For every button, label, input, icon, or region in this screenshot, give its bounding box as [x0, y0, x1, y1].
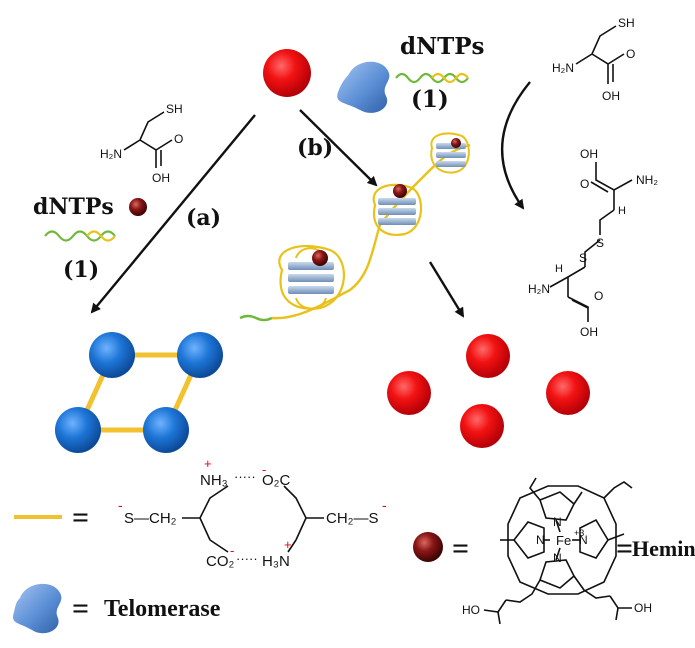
cys-left-oh: OH — [152, 171, 170, 185]
linker-legend-equals: = — [72, 501, 89, 534]
telomerase-legend: = Telomerase — [12, 583, 221, 634]
path-b-label: (b) — [297, 135, 333, 161]
telomerase-legend-equals: = — [72, 592, 89, 625]
dna-tail-green — [239, 314, 273, 322]
arrow-path-b — [299, 109, 378, 187]
cystine-h-top: H — [618, 205, 626, 217]
linker-plus-bottom: + — [284, 537, 292, 552]
linker-legend: = - S—CH₂ + NH₃ ····· - O₂C CO₂ - ····· … — [14, 456, 387, 570]
cystine-o-bottom: O — [594, 289, 603, 303]
hemin-legend-equals-left: = — [452, 532, 469, 565]
telomerase-icon — [337, 61, 390, 113]
cystine-oh-top: OH — [580, 147, 598, 161]
hemin-ho-left: HO — [462, 603, 480, 617]
hemin-legend-sphere — [413, 532, 443, 562]
cysteine-top-structure: SH H₂N OH O — [552, 16, 635, 103]
blue-aggregate — [55, 332, 223, 453]
hemin-oh-right: OH — [634, 601, 652, 615]
g-quadruplex-assembly — [239, 132, 471, 322]
hemin-n1: N — [553, 515, 562, 529]
hemin-n4: N — [536, 533, 545, 547]
cystine-oh-bottom: OH — [580, 325, 598, 339]
blue-nanoparticle-4 — [143, 407, 189, 453]
arrows — [90, 81, 531, 318]
quadruplex-small — [430, 132, 470, 174]
hemin-charge: +3 — [574, 528, 584, 538]
hemin-porphyrin-structure: N N N N Fe +3 HO OH — [462, 477, 652, 625]
linker-minus-right: - — [382, 497, 387, 513]
cys-left-o: O — [174, 132, 183, 146]
cystine-s2: S — [579, 251, 587, 265]
dna-backbone — [271, 143, 471, 320]
red-nanoparticle-top — [263, 49, 311, 97]
cystine-structure: OH O NH₂ H S S H H₂N O OH — [528, 147, 658, 339]
quadruplex-large — [278, 245, 345, 310]
hemin-fe: Fe — [556, 533, 571, 548]
arrow-to-red-dispersed — [428, 261, 465, 318]
red-nanoparticle-1 — [466, 334, 510, 378]
red-nanoparticle-3 — [546, 371, 590, 415]
dntps-top-label: dNTPs — [400, 33, 484, 60]
quadruplex-medium — [372, 183, 423, 236]
linker-left-group: S—CH₂ — [124, 510, 177, 527]
cys-top-sh: SH — [618, 16, 635, 30]
cystine-o-top: O — [580, 177, 589, 191]
cysteine-left-structure: SH H₂N OH O — [100, 102, 183, 185]
cystine-nh2-top: NH₂ — [636, 173, 658, 187]
cystine-h-bottom: H — [555, 263, 563, 275]
red-nanoparticle-2 — [387, 371, 431, 415]
dntps-left-label: dNTPs — [33, 194, 114, 220]
step-top-label: (1) — [411, 86, 449, 113]
linker-dots-top: ····· — [234, 469, 256, 484]
hemin-sphere-quadruplex-large — [312, 250, 328, 266]
linker-minus-top: - — [262, 462, 266, 477]
blue-nanoparticle-1 — [89, 332, 135, 378]
linker-dots-bottom: ····· — [236, 551, 258, 566]
cys-top-nh2: H₂N — [552, 61, 574, 75]
telomerase-legend-icon — [12, 583, 62, 634]
hemin-sphere-quadruplex-small — [451, 138, 461, 148]
red-dispersed — [387, 334, 590, 448]
telomerase-legend-label: Telomerase — [104, 596, 221, 622]
hemin-n3: N — [553, 551, 562, 565]
path-a-label: (a) — [186, 205, 221, 231]
cys-top-oh: OH — [602, 89, 620, 103]
dna-strand-top-yellow-icon — [431, 72, 469, 84]
hemin-sphere-left — [129, 198, 147, 216]
hemin-legend-label: Hemin — [632, 536, 695, 561]
linker-h3n: H₃N — [262, 553, 290, 570]
red-nanoparticle-4 — [460, 404, 504, 448]
cystine-s1: S — [596, 236, 604, 250]
linker-minus-left: - — [118, 497, 123, 513]
linker-o2c: O₂C — [262, 472, 290, 489]
linker-nh3: NH₃ — [200, 472, 228, 489]
arrow-path-a — [90, 114, 256, 314]
step-left-label: (1) — [63, 257, 99, 283]
dna-strand-left-yellow-icon — [86, 230, 116, 242]
linker-plus-top: + — [204, 456, 212, 471]
blue-nanoparticle-2 — [177, 332, 223, 378]
arrow-cysteine-to-cystine — [500, 81, 531, 210]
linker-right-group: CH₂—S — [326, 510, 379, 527]
hemin-legend-equals-right: = — [616, 532, 633, 565]
hemin-n2: N — [579, 533, 588, 547]
cys-left-sh: SH — [166, 102, 183, 116]
linker-minus-bottom: - — [230, 543, 234, 558]
linker-co2: CO₂ — [206, 553, 235, 570]
blue-nanoparticle-3 — [55, 407, 101, 453]
cys-top-o: O — [626, 47, 635, 61]
dna-strand-left-icon — [44, 230, 116, 242]
hemin-legend: = N N N N Fe +3 — [413, 477, 695, 625]
cystine-nh2-bottom: H₂N — [528, 282, 550, 296]
cys-left-nh2: H₂N — [100, 147, 122, 161]
hemin-sphere-quadruplex-medium — [393, 184, 407, 198]
